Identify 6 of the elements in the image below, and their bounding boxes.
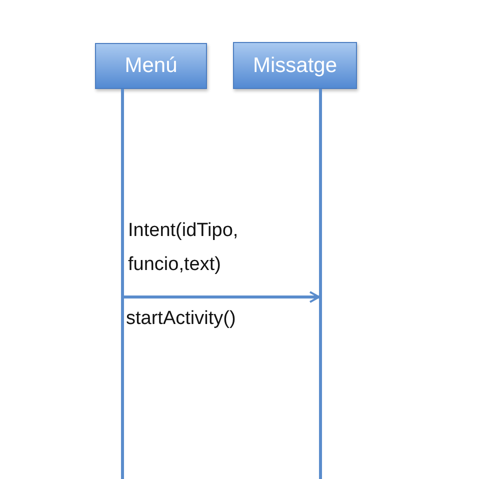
participant-box: Missatge xyxy=(233,42,357,89)
method-label: startActivity() xyxy=(126,308,236,330)
lifeline xyxy=(319,89,322,479)
message-arrow xyxy=(124,291,320,303)
lifeline xyxy=(121,89,124,479)
participant-box: Menú xyxy=(95,43,207,89)
